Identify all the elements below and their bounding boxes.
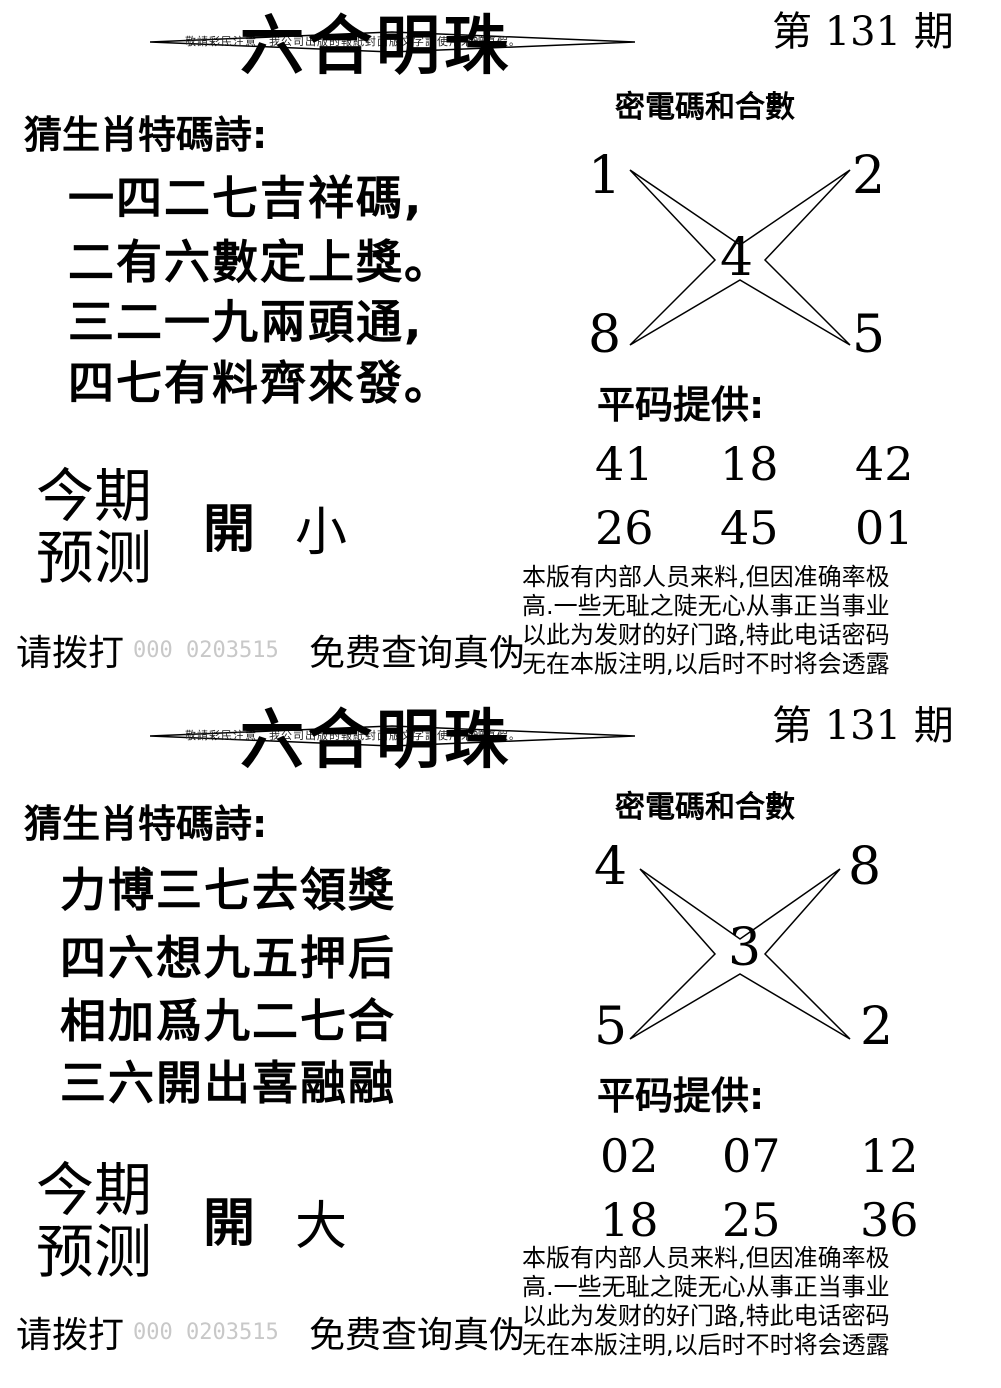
issue-number: 第 131 期 [772,9,954,55]
notice-line: 高.一些无耻之陡无心从事正当事业 [522,1273,890,1301]
flat-number: 45 [720,501,779,555]
corner-number-bottom-left: 8 [588,305,622,365]
notice-line: 本版有内部人员来料,但因准确率极 [522,1244,890,1272]
forecast-size: 大 [295,1197,348,1257]
masthead-notice: 敬請彩民注意，我公司出版的報紙封面版文字請使用來辨真假。 [185,729,521,742]
corner-number-bottom-right: 5 [852,305,886,365]
forecast-label-line-1: 今期 [36,462,153,530]
poem-line-2: 四六想九五押后 [60,931,396,985]
flat-number: 42 [855,437,914,491]
forecast-open: 開 [203,1194,256,1254]
corner-number-top-left: 4 [594,837,628,897]
center-number: 3 [728,918,762,978]
poem-heading: 猜生肖特碼詩: [24,113,268,157]
flat-number: 18 [600,1193,659,1247]
flat-number: 12 [860,1129,919,1183]
notice-line: 以此为发财的好门路,特此电话密码 [522,1302,890,1330]
corner-number-bottom-left: 5 [594,997,628,1057]
poem-line-1: 力博三七去領獎 [60,863,396,917]
poem-line-1: 一四二七吉祥碼, [68,171,424,225]
poem-line-3: 相加爲九二七合 [60,994,396,1048]
flat-number: 18 [720,437,779,491]
notice-line: 本版有内部人员来料,但因准确率极 [522,563,890,591]
masthead-diamond-rule [150,31,635,53]
flat-number: 41 [595,437,654,491]
publication-title: 六合明珠 [240,10,512,84]
notice-line: 无在本版注明,以后时不时将会透露 [522,650,890,678]
lottery-sheet-top: 敬請彩民注意，我公司出版的報紙封面版文字請使用來辨真假。 六合明珠 第 131 … [16,9,998,679]
notice-line: 高.一些无耻之陡无心从事正当事业 [522,592,890,620]
notice-line: 以此为发财的好门路,特此电话密码 [522,621,890,649]
notice-paragraph: 本版有内部人员来料,但因准确率极 高.一些无耻之陡无心从事正当事业 以此为发财的… [522,1244,998,1360]
corner-number-top-right: 2 [852,146,886,206]
phone-suffix: 免费查询真伪 [309,633,526,674]
masthead-diamond-rule [150,725,635,747]
forecast-size: 小 [295,503,348,563]
issue-number: 第 131 期 [772,703,954,749]
forecast-label-line-2: 预测 [36,524,153,592]
flat-number: 02 [600,1129,659,1183]
flat-number: 26 [595,501,654,555]
code-heading: 密電碼和合數 [615,90,795,125]
poem-line-2: 二有六數定上獎。 [68,235,452,289]
corner-number-top-right: 8 [848,837,882,897]
poem-heading: 猜生肖特碼詩: [24,802,268,846]
corner-number-bottom-right: 2 [860,997,894,1057]
code-heading: 密電碼和合數 [615,790,795,825]
masthead-notice: 敬請彩民注意，我公司出版的報紙封面版文字請使用來辨真假。 [185,35,521,48]
phone-prefix: 请拨打 [16,633,125,674]
four-point-star-diagram [629,169,851,346]
forecast-label-line-1: 今期 [36,1156,153,1224]
phone-suffix: 免费查询真伪 [309,1315,526,1356]
corner-number-top-left: 1 [588,146,622,206]
poem-line-4: 三六開出喜融融 [60,1056,396,1110]
flat-number: 07 [722,1129,781,1183]
lottery-sheet-bottom: 敬請彩民注意，我公司出版的報紙封面版文字請使用來辨真假。 六合明珠 第 131 … [0,694,1001,1388]
notice-line: 无在本版注明,以后时不时将会透露 [522,1331,890,1359]
poem-line-3: 三二一九兩頭通, [68,295,424,349]
flat-code-heading: 平码提供: [597,1074,765,1118]
forecast-open: 開 [203,500,256,560]
center-number: 4 [720,228,754,288]
forecast-label-line-2: 预测 [36,1218,153,1286]
notice-paragraph: 本版有内部人员来料,但因准确率极 高.一些无耻之陡无心从事正当事业 以此为发财的… [522,563,998,679]
flat-code-heading: 平码提供: [597,383,765,427]
poem-line-4: 四七有料齊來發。 [68,356,452,410]
phone-number: 000 0203515 [133,638,279,663]
phone-prefix: 请拨打 [16,1315,125,1356]
flat-number: 25 [722,1193,781,1247]
publication-title: 六合明珠 [240,704,512,778]
four-point-star-diagram [629,868,851,1040]
phone-number: 000 0203515 [133,1320,279,1345]
flat-number: 36 [860,1193,919,1247]
flat-number: 01 [855,501,914,555]
